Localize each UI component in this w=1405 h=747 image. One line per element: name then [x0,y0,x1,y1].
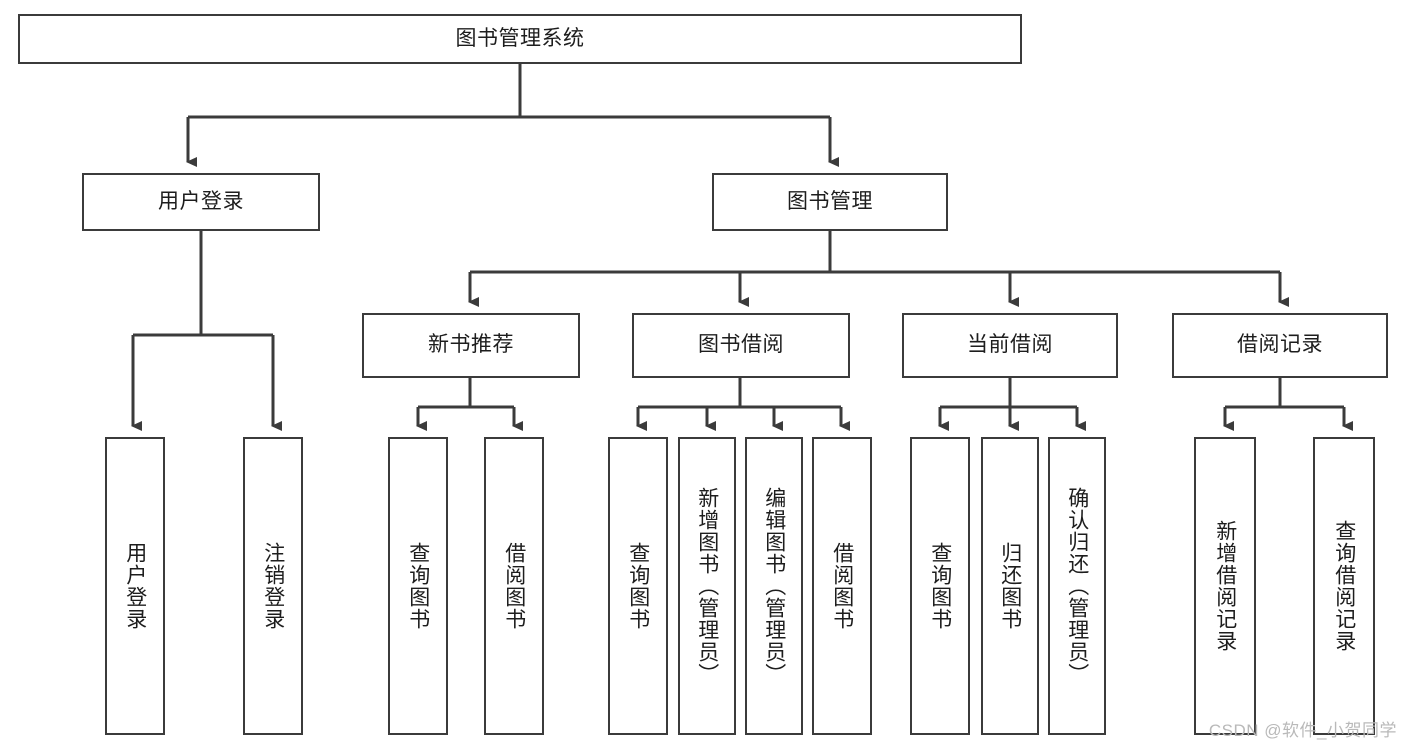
leaf-query-book-current-label: 查询图书 [928,542,952,630]
node-user-login[interactable]: 用户登录 [82,173,320,231]
leaf-query-book-current[interactable]: 查询图书 [910,437,970,735]
leaf-add-book-admin-label: 新增图书（管理员） [695,487,719,685]
node-root-label: 图书管理系统 [455,26,585,50]
leaf-query-book-borrow[interactable]: 查询图书 [608,437,668,735]
leaf-edit-book-admin-label: 编辑图书（管理员） [762,487,786,685]
leaf-user-login-label: 用户登录 [123,542,147,630]
leaf-query-borrow-record-label: 查询借阅记录 [1332,520,1356,652]
leaf-borrow-book-recommend[interactable]: 借阅图书 [484,437,544,735]
leaf-borrow-book[interactable]: 借阅图书 [812,437,872,735]
leaf-query-book-recommend[interactable]: 查询图书 [388,437,448,735]
csdn-watermark: CSDN @软件_小贺同学 [1208,721,1397,740]
leaf-confirm-return-admin[interactable]: 确认归还（管理员） [1048,437,1106,735]
leaf-query-book-recommend-label: 查询图书 [406,542,430,630]
leaf-edit-book-admin[interactable]: 编辑图书（管理员） [745,437,803,735]
leaf-user-login[interactable]: 用户登录 [105,437,165,735]
node-book-borrow[interactable]: 图书借阅 [632,313,850,378]
leaf-user-logout-label: 注销登录 [261,542,285,630]
leaf-borrow-book-label: 借阅图书 [830,542,854,630]
leaf-return-book[interactable]: 归还图书 [981,437,1039,735]
node-new-book-recommend[interactable]: 新书推荐 [362,313,580,378]
leaf-add-borrow-record-label: 新增借阅记录 [1213,520,1237,652]
leaf-add-borrow-record[interactable]: 新增借阅记录 [1194,437,1256,735]
node-current-borrow[interactable]: 当前借阅 [902,313,1118,378]
leaf-confirm-return-admin-label: 确认归还（管理员） [1065,487,1089,685]
node-book-borrow-label: 图书借阅 [698,333,784,357]
node-user-login-label: 用户登录 [158,189,244,213]
leaf-add-book-admin[interactable]: 新增图书（管理员） [678,437,736,735]
node-borrow-record[interactable]: 借阅记录 [1172,313,1388,378]
node-new-book-recommend-label: 新书推荐 [428,333,514,357]
leaf-query-book-borrow-label: 查询图书 [626,542,650,630]
leaf-return-book-label: 归还图书 [998,542,1022,630]
node-current-borrow-label: 当前借阅 [967,333,1053,357]
node-book-management-label: 图书管理 [787,189,873,213]
node-borrow-record-label: 借阅记录 [1237,333,1323,357]
leaf-user-logout[interactable]: 注销登录 [243,437,303,735]
node-root[interactable]: 图书管理系统 [18,14,1022,64]
node-book-management[interactable]: 图书管理 [712,173,948,231]
leaf-borrow-book-recommend-label: 借阅图书 [502,542,526,630]
leaf-query-borrow-record[interactable]: 查询借阅记录 [1313,437,1375,735]
